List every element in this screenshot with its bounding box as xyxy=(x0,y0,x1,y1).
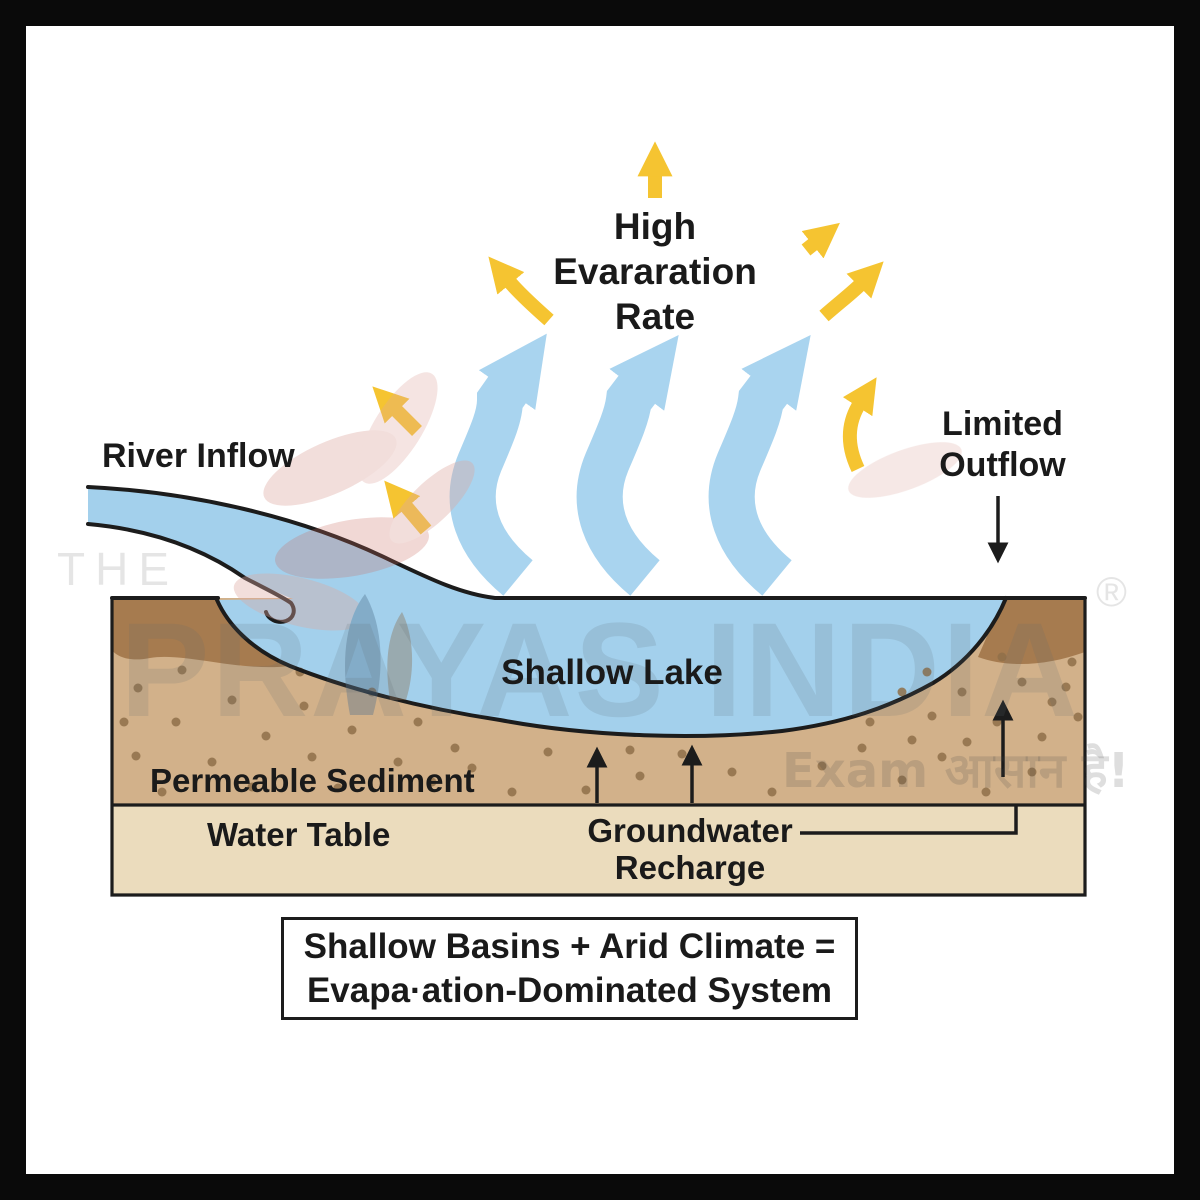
sediment-dots xyxy=(119,652,1083,797)
caption-line-2: Evapa·ation-Dominated System xyxy=(306,971,833,1010)
shallow-lake-water xyxy=(88,487,1006,736)
basin-border xyxy=(110,598,1087,897)
dark-sediment-right xyxy=(978,598,1085,665)
limited-outflow-line-1: Limited xyxy=(942,405,1063,443)
caption-line-1: Shallow Basins + Arid Climate = xyxy=(303,927,836,966)
river-bottom-bank-line xyxy=(86,522,296,624)
limited-outflow-line-2: Outflow xyxy=(939,446,1066,485)
river-inflow-label: River Inflow xyxy=(102,437,295,475)
limited-outflow-label: Limited Outflow xyxy=(900,404,1105,487)
permeable-sediment-label: Permeable Sediment xyxy=(150,762,475,799)
basin-cross-section xyxy=(86,485,1087,897)
water-table-label: Water Table xyxy=(207,816,391,853)
yellow-curved-arrow-icon xyxy=(842,377,877,473)
watermark-logo xyxy=(233,372,962,715)
yellow-up-right-arrow-icon xyxy=(801,222,840,259)
yellow-curved-arrow-icon xyxy=(819,261,884,322)
title-line-3: Rate xyxy=(614,296,696,338)
watermark: THE PRAYAS INDIA ® Exam आसान है! xyxy=(57,372,1130,799)
evaporation-wave-arrow-icon xyxy=(708,335,811,596)
evaporation-wave-arrow-icon xyxy=(576,335,679,596)
diagram-title: High Evararation Rate xyxy=(455,204,855,339)
heat-arrows xyxy=(372,141,884,535)
evaporation-wave-arrow-icon xyxy=(449,333,547,596)
river-top-bank-and-lake-surface-line xyxy=(86,485,1087,600)
diagram-canvas: THE PRAYAS INDIA ® Exam आसान है! High Ev… xyxy=(26,26,1174,1174)
watermark-brand: PRAYAS INDIA xyxy=(120,596,1080,745)
yellow-up-left-arrow-icon xyxy=(384,480,432,535)
watermark-registered-mark: ® xyxy=(1096,568,1127,615)
watermark-prefix: THE xyxy=(57,543,179,595)
watermark-tagline: Exam आसान है! xyxy=(782,743,1130,799)
shallow-lake-label: Shallow Lake xyxy=(501,653,723,692)
summary-caption-box: Shallow Basins + Arid Climate = Evapa·at… xyxy=(281,917,858,1020)
title-line-2: Evararation xyxy=(553,251,757,293)
groundwater-line-2: Recharge xyxy=(614,849,766,886)
water-table-layer xyxy=(112,805,1085,895)
yellow-up-left-arrow-icon xyxy=(372,386,422,436)
evaporation-arrows xyxy=(449,333,811,596)
groundwater-line-1: Groundwater xyxy=(587,812,793,849)
yellow-curved-arrow-icon xyxy=(488,256,554,326)
dark-sediment-left xyxy=(112,598,290,668)
title-line-1: High xyxy=(613,206,697,247)
groundwater-recharge-connector-line xyxy=(800,806,1018,835)
lake-basin-outline xyxy=(215,596,1008,738)
groundwater-recharge-label: Groundwater Recharge xyxy=(565,812,815,886)
